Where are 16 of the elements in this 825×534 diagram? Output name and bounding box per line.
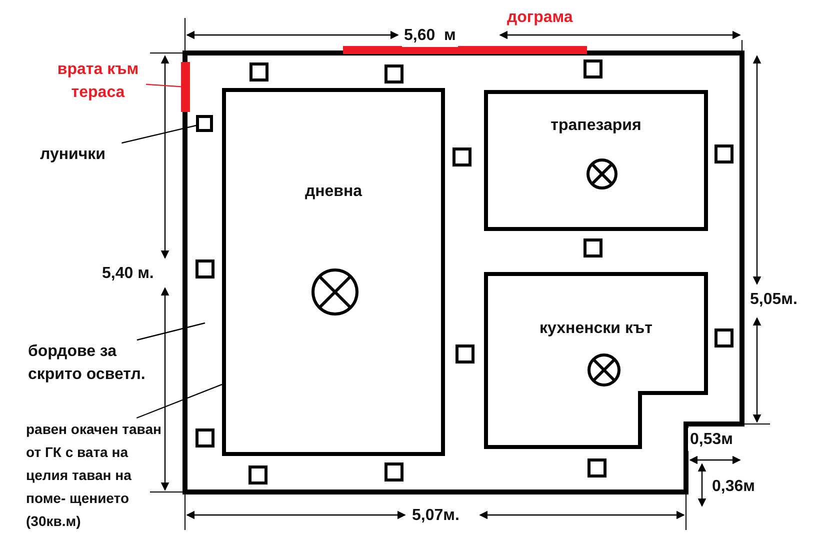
room-label: дневна	[304, 182, 364, 202]
room-label: кухненски кът	[538, 319, 654, 339]
callout-text: врата към тераса	[50, 58, 146, 104]
leader-line	[122, 124, 196, 144]
leader-line	[136, 322, 206, 341]
dimension-label: 0,53м	[688, 428, 735, 451]
spotlight-icon	[196, 115, 213, 132]
callout-text: лунички	[40, 143, 126, 166]
room-outline	[222, 88, 445, 456]
door-mark	[181, 62, 190, 112]
leader-line	[136, 384, 222, 419]
room-label: трапезария	[550, 116, 642, 136]
callout-text: равен окачен таван от ГК с вата на целия таван на поме- щението (30кв.м)	[26, 418, 162, 533]
room-outline	[484, 90, 708, 231]
callout-text: бордове за скрито осветл.	[28, 340, 156, 386]
leader-line	[146, 84, 182, 88]
